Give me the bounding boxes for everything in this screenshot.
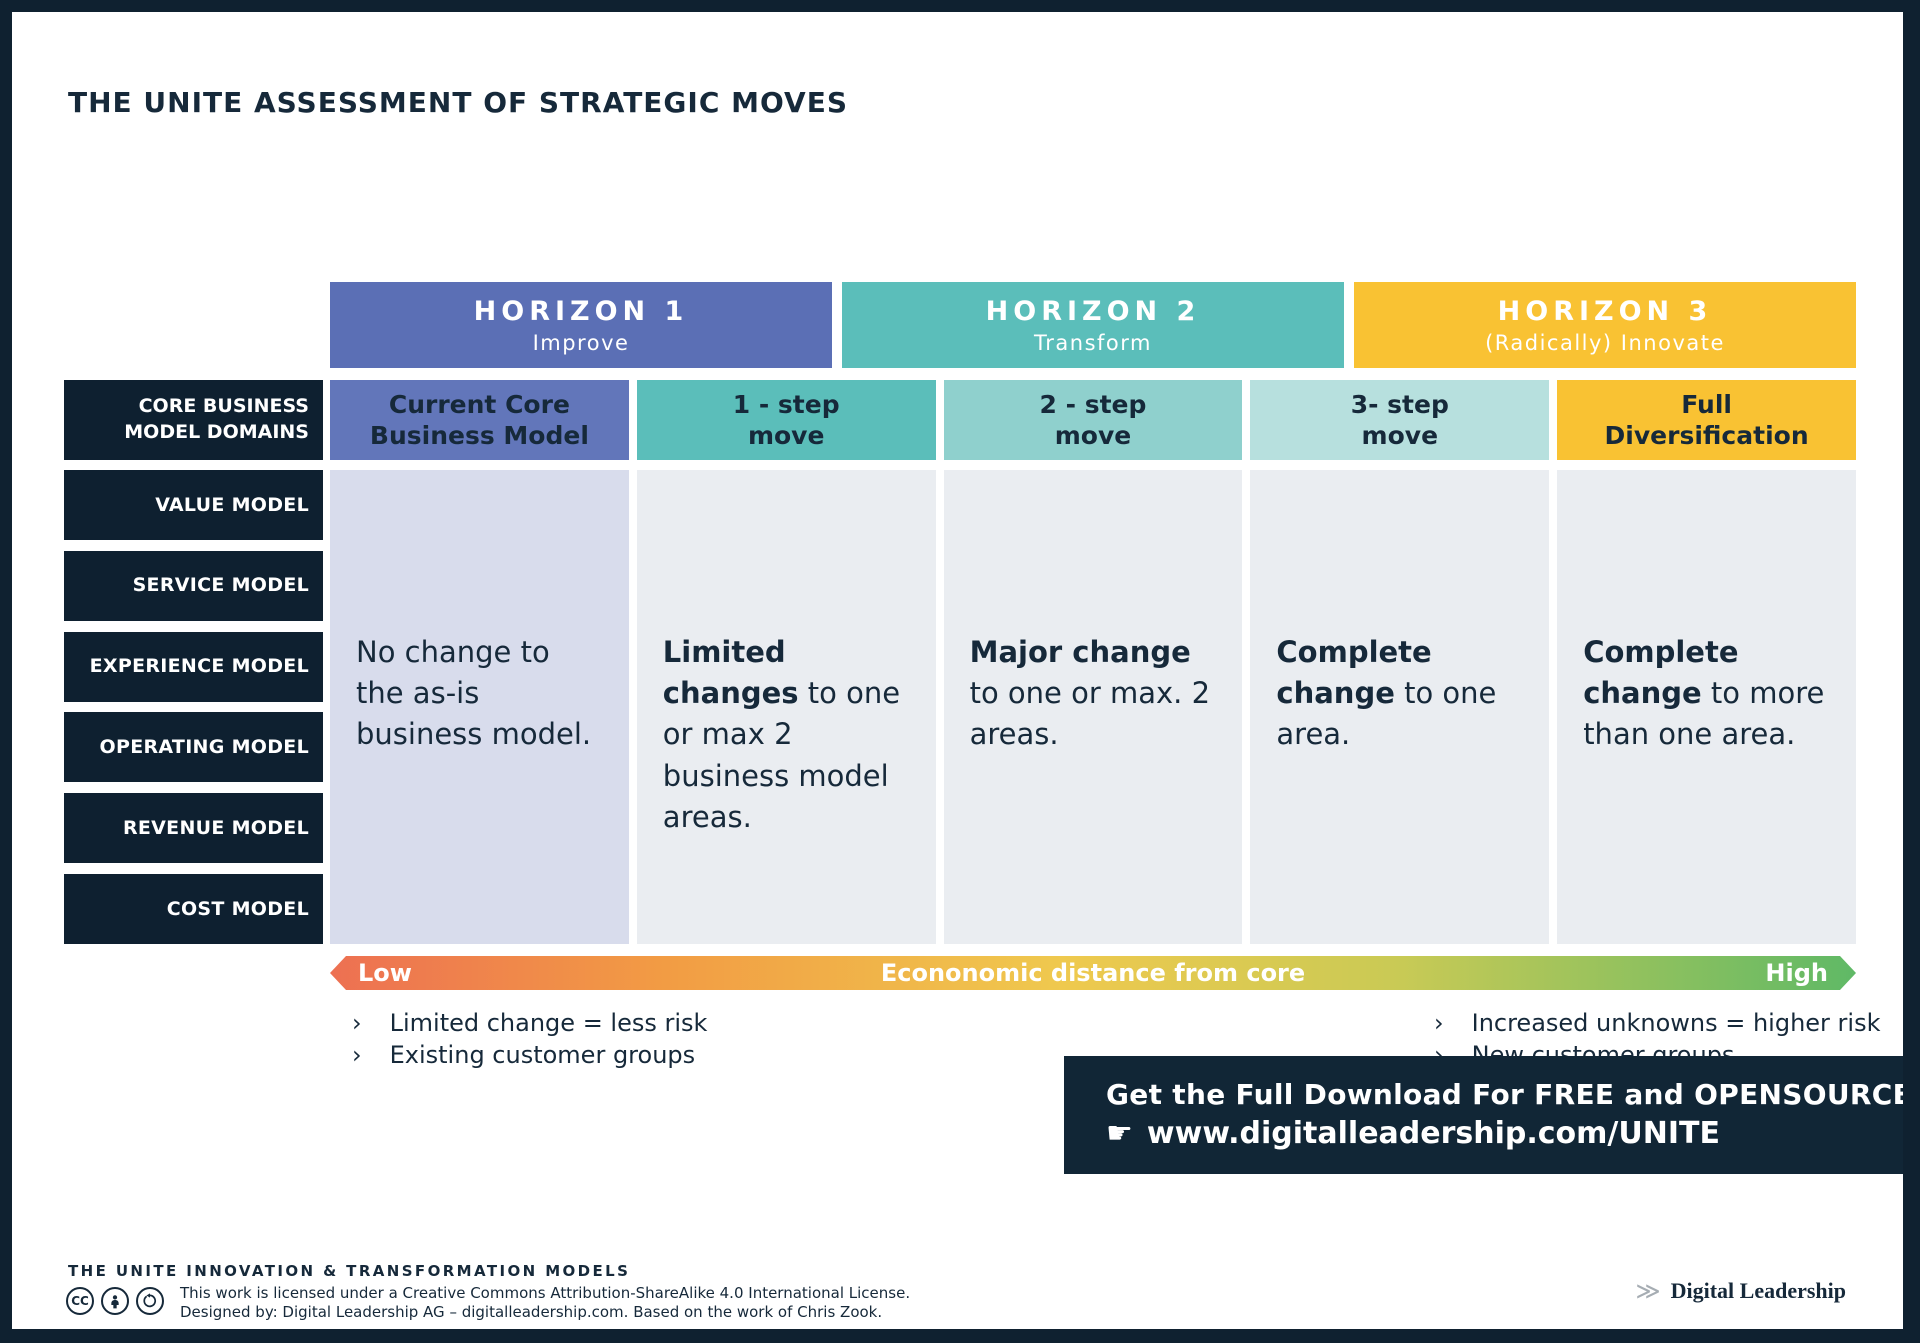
banner-headline: Get the Full Download For FREE and OPENS… <box>1106 1078 1912 1111</box>
cell-2-step-move: Major change to one or max. 2 areas. <box>943 470 1243 944</box>
move-column-header-row: Current Core Business Model 1 - step mov… <box>330 380 1856 460</box>
cell-current-core: No change to the as-is business model. <box>330 470 629 944</box>
sidebar-item-value-model: VALUE MODEL <box>64 470 323 540</box>
pointing-hand-icon: ☛ <box>1106 1116 1133 1151</box>
axis-high-label: High <box>1765 959 1828 987</box>
column-header-1-step-move: 1 - step move <box>636 380 936 460</box>
cell-1-step-move: Limited changes to one or max 2 business… <box>636 470 936 944</box>
column-header-line: Diversification <box>1604 421 1809 450</box>
column-header-line: 2 - step <box>1039 389 1147 419</box>
cell-bold-text: Limited changes <box>662 635 799 711</box>
sidebar-item-operating-model: OPERATING MODEL <box>64 712 323 783</box>
cc-icon: CC <box>66 1287 94 1315</box>
column-header-full-diversification: Full Diversification <box>1557 380 1856 460</box>
cell-text: to one or max 2 business model areas. <box>662 676 901 834</box>
page-title: THE UNITE ASSESSMENT OF STRATEGIC MOVES <box>68 86 848 119</box>
column-header-line: 1 - step <box>732 389 840 419</box>
matrix-body: No change to the as-is business model. L… <box>330 470 1856 944</box>
column-header-3-step-move: 3- step move <box>1250 380 1550 460</box>
cell-text: to one or max. 2 areas. <box>969 676 1211 752</box>
bullet-chevron-icon: › <box>1434 1009 1444 1037</box>
column-header-line: Current Core <box>388 389 570 419</box>
column-header-line: move <box>747 421 825 450</box>
column-header-line: 3- step <box>1350 389 1449 419</box>
license-text: This work is licensed under a Creative C… <box>180 1284 910 1322</box>
horizon-3-title: HORIZON 3 <box>1497 295 1713 327</box>
bullet-text: Limited change = less risk <box>389 1009 708 1037</box>
sidebar-item-experience-model: EXPERIENCE MODEL <box>64 631 323 702</box>
column-header-2-step-move: 2 - step move <box>943 380 1243 460</box>
column-header-current-core: Current Core Business Model <box>330 380 629 460</box>
column-header-line: Full <box>1681 389 1732 419</box>
bullet-text: Increased unknowns = higher risk <box>1471 1009 1881 1037</box>
cell-3-step-move: Complete change to one area. <box>1250 470 1550 944</box>
horizon-2-subtitle: Transform <box>1034 330 1152 355</box>
banner-url-link[interactable]: www.digitalleadership.com/UNITE <box>1146 1116 1720 1151</box>
cell-text: to more than one area. <box>1583 676 1825 752</box>
list-item: › Increased unknowns = higher risk <box>1434 1008 1881 1039</box>
sidebar-item-revenue-model: REVENUE MODEL <box>64 793 323 864</box>
horizon-1-subtitle: Improve <box>532 330 630 355</box>
column-header-line: move <box>1361 421 1439 450</box>
core-business-model-domains-header: CORE BUSINESS MODEL DOMAINS <box>64 380 323 460</box>
bullet-chevron-icon: › <box>1434 1041 1444 1069</box>
sidebar-item-service-model: SERVICE MODEL <box>64 550 323 621</box>
cell-full-diversification: Complete change to more than one area. <box>1557 470 1856 944</box>
cc-attribution-icon <box>101 1287 129 1315</box>
series-title: THE UNITE INNOVATION & TRANSFORMATION MO… <box>68 1262 631 1280</box>
cell-bold-text: Major change <box>969 635 1191 669</box>
cell-text: No change to the as-is business model. <box>356 635 592 752</box>
axis-center-label: Econonomic distance from core <box>880 959 1306 987</box>
horizon-1-header: HORIZON 1 Improve <box>330 282 832 368</box>
digital-leadership-brand: ≫ Digital Leadership <box>1635 1278 1846 1304</box>
license-line-1: This work is licensed under a Creative C… <box>180 1284 911 1302</box>
cell-bold-text: Complete change <box>1276 635 1432 711</box>
left-bullet-list: › Limited change = less risk › Existing … <box>352 1008 707 1072</box>
brand-chevron-icon: ≫ <box>1635 1277 1661 1305</box>
cell-text: to one area. <box>1276 676 1497 752</box>
column-header-line: move <box>1054 421 1132 450</box>
creative-commons-icons: CC <box>66 1287 164 1315</box>
bullet-chevron-icon: › <box>352 1009 362 1037</box>
column-header-line: Business Model <box>369 421 589 450</box>
brand-name: Digital Leadership <box>1670 1278 1846 1303</box>
axis-low-label: Low <box>358 959 412 987</box>
horizon-3-subtitle: (Radically) Innovate <box>1485 330 1725 355</box>
list-item: › Existing customer groups <box>352 1040 707 1071</box>
download-banner: Get the Full Download For FREE and OPENS… <box>1064 1056 1920 1174</box>
license-line-2: Designed by: Digital Leadership AG – dig… <box>180 1303 883 1321</box>
banner-url-row: ☛ www.digitalleadership.com/UNITE <box>1106 1116 1920 1151</box>
list-item: › Limited change = less risk <box>352 1008 707 1039</box>
sidebar-item-cost-model: COST MODEL <box>64 873 323 944</box>
horizon-2-header: HORIZON 2 Transform <box>842 282 1344 368</box>
domain-sidebar: VALUE MODEL SERVICE MODEL EXPERIENCE MOD… <box>64 470 323 944</box>
cc-sharealike-icon <box>136 1287 164 1315</box>
horizon-1-title: HORIZON 1 <box>473 295 689 327</box>
bullet-chevron-icon: › <box>352 1041 362 1069</box>
horizon-2-title: HORIZON 2 <box>985 295 1201 327</box>
economic-distance-axis: Low Econonomic distance from core High <box>330 956 1856 990</box>
horizon-3-header: HORIZON 3 (Radically) Innovate <box>1354 282 1856 368</box>
horizon-header-row: HORIZON 1 Improve HORIZON 2 Transform HO… <box>330 282 1856 368</box>
cell-bold-text: Complete change <box>1583 635 1739 711</box>
bullet-text: Existing customer groups <box>389 1041 696 1069</box>
